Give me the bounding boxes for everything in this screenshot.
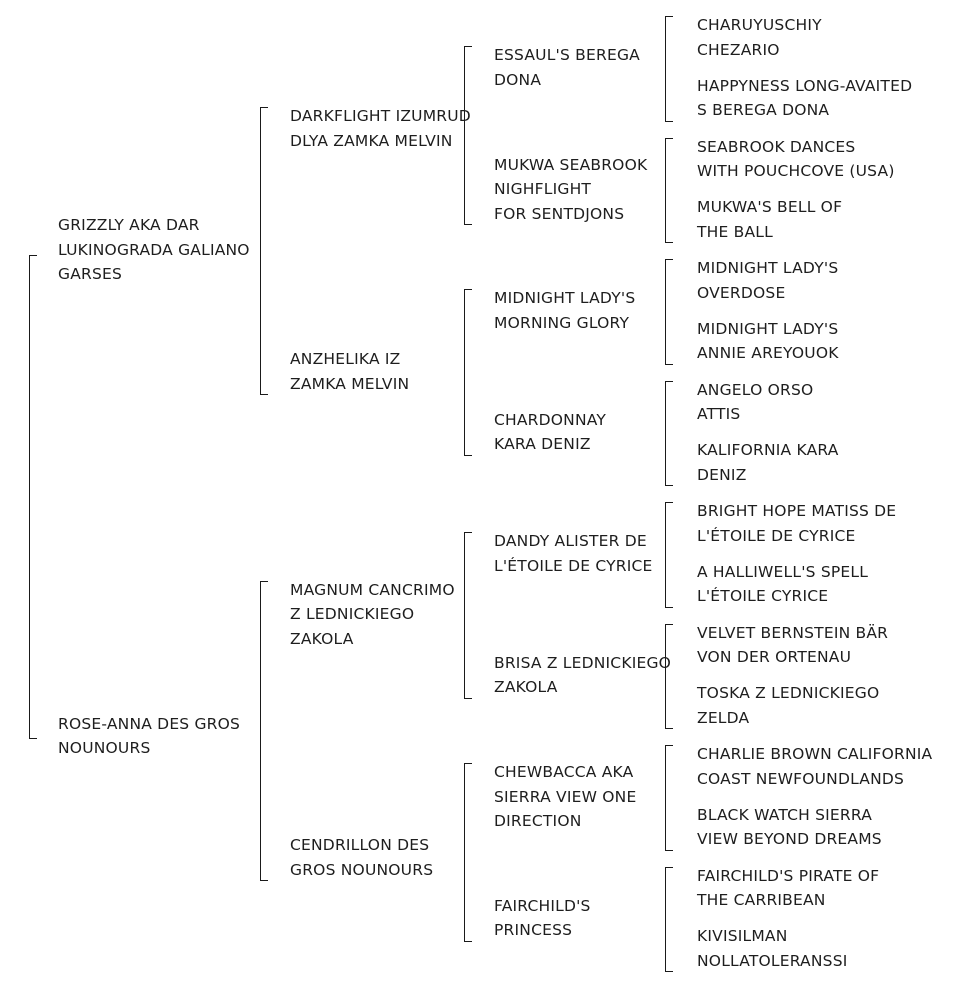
pedigree-name-gen4: HAPPYNESS LONG-AVAITED S BEREGA DONA xyxy=(697,76,913,120)
pedigree-bracket-gen3 xyxy=(665,623,673,730)
pedigree-bracket-gen3 xyxy=(665,259,673,365)
pedigree-name-gen4: CHARUYUSCHIY CHEZARIO xyxy=(697,16,822,59)
pedigree-name-gen3: BRISA Z LEDNICKIEGO ZAKOLA xyxy=(494,653,672,697)
pedigree-name-gen3: MUKWA SEABROOK NIGHFLIGHT FOR SENTDJONS xyxy=(494,155,648,223)
pedigree-name-gen4: MIDNIGHT LADY'S ANNIE AREYOUOK xyxy=(697,319,839,363)
pedigree-name-gen2: MAGNUM CANCRIMO Z LEDNICKIEGO ZAKOLA xyxy=(290,580,455,648)
pedigree-name-gen3: FAIRCHILD'S PRINCESS xyxy=(494,896,591,940)
pedigree-bracket-gen2 xyxy=(464,289,472,456)
pedigree-bracket-gen3 xyxy=(665,502,673,608)
pedigree-name-gen4: MIDNIGHT LADY'S OVERDOSE xyxy=(697,259,839,302)
pedigree-name-gen4: MUKWA'S BELL OF THE BALL xyxy=(697,198,843,241)
pedigree-name-gen3: ESSAUL'S BEREGA DONA xyxy=(494,46,640,89)
pedigree-bracket-gen3 xyxy=(665,866,673,973)
pedigree-name-gen4: KALIFORNIA KARA DENIZ xyxy=(697,441,839,484)
pedigree-bracket-gen3 xyxy=(665,380,673,487)
pedigree-bracket-gen3 xyxy=(665,745,673,851)
pedigree-name-gen3: CHEWBACCA AKA SIERRA VIEW ONE DIRECTION xyxy=(494,763,637,831)
pedigree-name-gen4: BRIGHT HOPE MATISS DE L'ÉTOILE DE CYRICE xyxy=(697,502,897,545)
pedigree-name-gen4: FAIRCHILD'S PIRATE OF THE CARRIBEAN xyxy=(697,866,880,910)
pedigree-bracket-gen2 xyxy=(464,763,472,942)
pedigree-name-gen3: DANDY ALISTER DE L'ÉTOILE DE CYRICE xyxy=(494,532,653,575)
pedigree-name-gen1: ROSE-ANNA DES GROS NOUNOURS xyxy=(58,714,241,758)
pedigree-name-gen4: A HALLIWELL'S SPELL L'ÉTOILE CYRICE xyxy=(697,562,869,606)
pedigree-name-gen2: CENDRILLON DES GROS NOUNOURS xyxy=(290,836,434,879)
pedigree-name-gen4: CHARLIE BROWN CALIFORNIA COAST NEWFOUNDL… xyxy=(697,745,933,788)
pedigree-name-gen1: GRIZZLY AKA DAR LUKINOGRADA GALIANO GARS… xyxy=(58,216,250,284)
pedigree-name-gen4: SEABROOK DANCES WITH POUCHCOVE (USA) xyxy=(697,137,895,181)
pedigree-name-gen4: BLACK WATCH SIERRA VIEW BEYOND DREAMS xyxy=(697,805,882,849)
pedigree-name-gen3: MIDNIGHT LADY'S MORNING GLORY xyxy=(494,289,636,332)
pedigree-name-gen3: CHARDONNAY KARA DENIZ xyxy=(494,410,607,454)
pedigree-bracket-gen1 xyxy=(260,580,268,882)
pedigree-name-gen4: ANGELO ORSO ATTIS xyxy=(697,380,814,424)
pedigree-bracket-gen1 xyxy=(260,107,268,396)
pedigree-name-gen4: TOSKA Z LEDNICKIEGO ZELDA xyxy=(697,684,880,727)
pedigree-bracket-gen2 xyxy=(464,532,472,699)
pedigree-name-gen2: DARKFLIGHT IZUMRUD DLYA ZAMKA MELVIN xyxy=(290,107,471,150)
pedigree-bracket-gen3 xyxy=(665,137,673,244)
pedigree-name-gen4: VELVET BERNSTEIN BÄR VON DER ORTENAU xyxy=(697,623,889,667)
pedigree-name-gen2: ANZHELIKA IZ ZAMKA MELVIN xyxy=(290,350,410,393)
pedigree-bracket-gen0 xyxy=(29,255,37,739)
pedigree-bracket-gen2 xyxy=(464,46,472,226)
pedigree-bracket-gen3 xyxy=(665,16,673,122)
pedigree-name-gen4: KIVISILMAN NOLLATOLERANSSI xyxy=(697,927,848,970)
